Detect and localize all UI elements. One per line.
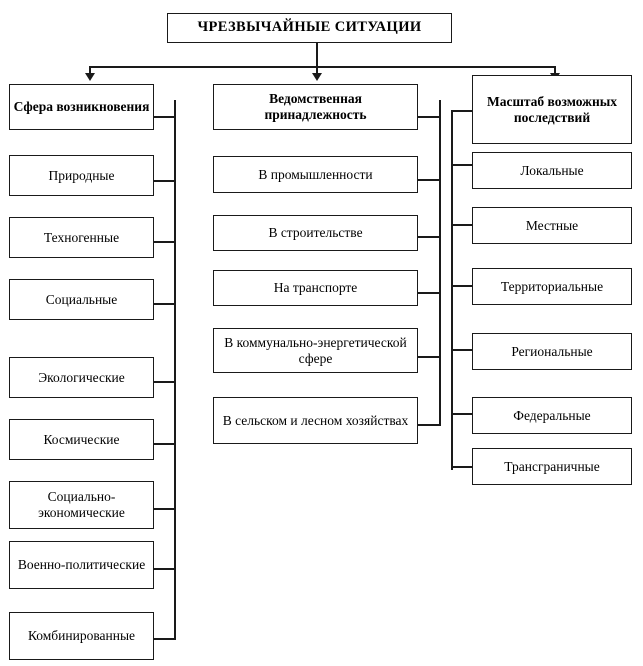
column-1-item-7: Комбинированные	[9, 612, 154, 660]
column-2-item-3: В коммунально-энергетической сфере	[213, 328, 418, 373]
column-2-item-1: В строительстве	[213, 215, 418, 251]
arrowhead-icon-col1	[85, 73, 95, 81]
column-1-item-4-label: Космические	[43, 431, 120, 447]
column-3-item-0-label: Локальные	[520, 162, 584, 178]
column-2-item-4-label: В сельском и лесном хозяйствах	[222, 412, 409, 428]
column-2-connector-1	[418, 236, 441, 238]
column-3-item-2-label: Территориальные	[500, 278, 604, 294]
column-1-item-0-label: Природные	[48, 167, 115, 183]
column-3-item-3: Региональные	[472, 333, 632, 370]
column-1-connector-7	[154, 638, 176, 640]
column-2-item-2: На транспорте	[213, 270, 418, 306]
column-1-item-5-label: Социально-экономические	[38, 489, 125, 520]
column-1-item-4: Космические	[9, 419, 154, 460]
column-2-item-3-label: В коммунально-энергетической сфере	[224, 334, 407, 366]
bus-drop-line-col3	[554, 66, 556, 76]
column-2-item-4: В сельском и лесном хозяйствах	[213, 397, 418, 444]
column-1-connector-1	[154, 241, 176, 243]
distribution-bus-line	[89, 66, 555, 68]
column-2-connector-2	[418, 292, 441, 294]
column-1-connector-4	[154, 443, 176, 445]
column-2-item-0: В промышленности	[213, 156, 418, 193]
column-2-item-0-label: В промышленности	[258, 166, 373, 182]
column-3-item-0: Локальные	[472, 152, 632, 189]
column-1-item-7-label: Комбинированные	[27, 628, 136, 644]
column-2-header-box: Ведомственная принадлежность	[213, 84, 418, 130]
column-1-connector-6	[154, 568, 176, 570]
column-1-item-5: Социально-экономические	[9, 481, 154, 529]
column-1-spine-line	[174, 100, 176, 640]
column-3-item-1-label: Местные	[525, 217, 579, 233]
column-1-item-3: Экологические	[9, 357, 154, 398]
column-1-connector-2	[154, 303, 176, 305]
column-1-item-6-label: Военно-политические	[17, 557, 146, 573]
column-2-connector-4	[418, 424, 441, 426]
column-3-connector-3	[451, 349, 473, 351]
column-3-item-1: Местные	[472, 207, 632, 244]
column-1-connector-5	[154, 508, 176, 510]
column-1-item-1: Техногенные	[9, 217, 154, 258]
arrowhead-icon-col2	[312, 73, 322, 81]
column-3-header-box: Масштаб возможных последствий	[472, 75, 632, 144]
column-3-connector-5	[451, 466, 473, 468]
column-1-header-text: Сфера возникновения	[13, 99, 150, 115]
column-2-connector-3	[418, 356, 441, 358]
column-3-connector-header	[451, 110, 473, 112]
column-3-header-text: Масштаб возможных последствий	[486, 93, 618, 125]
column-1-item-6: Военно-политические	[9, 541, 154, 589]
column-1-connector-header	[154, 116, 176, 118]
column-3-item-4-label: Федеральные	[513, 407, 591, 423]
column-3-item-4: Федеральные	[472, 397, 632, 434]
column-3-item-3-label: Региональные	[511, 343, 593, 359]
column-3-connector-4	[451, 413, 473, 415]
column-2-header-text: Ведомственная принадлежность	[264, 91, 367, 122]
column-2-connector-header	[418, 116, 441, 118]
column-2-connector-0	[418, 179, 441, 181]
column-1-connector-0	[154, 180, 176, 182]
root-stem-line	[316, 43, 318, 67]
column-1-header-box: Сфера возникновения	[9, 84, 154, 130]
column-1-item-2: Социальные	[9, 279, 154, 320]
column-3-connector-2	[451, 285, 473, 287]
column-1-item-2-label: Социальные	[45, 291, 118, 307]
column-2-item-2-label: На транспорте	[273, 280, 358, 296]
bus-drop-line-col1	[89, 66, 91, 76]
column-2-item-1-label: В строительстве	[268, 225, 363, 241]
diagram-title-text: ЧРЕЗВЫЧАЙНЫЕ СИТУАЦИИ	[197, 19, 422, 36]
bus-drop-line-col2	[316, 66, 318, 76]
column-3-item-5: Трансграничные	[472, 448, 632, 485]
column-1-item-1-label: Техногенные	[43, 229, 120, 245]
column-3-connector-1	[451, 224, 473, 226]
column-3-connector-0	[451, 164, 473, 166]
column-1-item-3-label: Экологические	[38, 369, 125, 385]
diagram-title-box: ЧРЕЗВЫЧАЙНЫЕ СИТУАЦИИ	[167, 13, 452, 43]
column-1-item-0: Природные	[9, 155, 154, 196]
column-2-spine-line	[439, 100, 441, 425]
column-1-connector-3	[154, 381, 176, 383]
column-3-spine-line	[451, 110, 453, 470]
column-3-item-5-label: Трансграничные	[504, 458, 600, 474]
column-3-item-2: Территориальные	[472, 268, 632, 305]
